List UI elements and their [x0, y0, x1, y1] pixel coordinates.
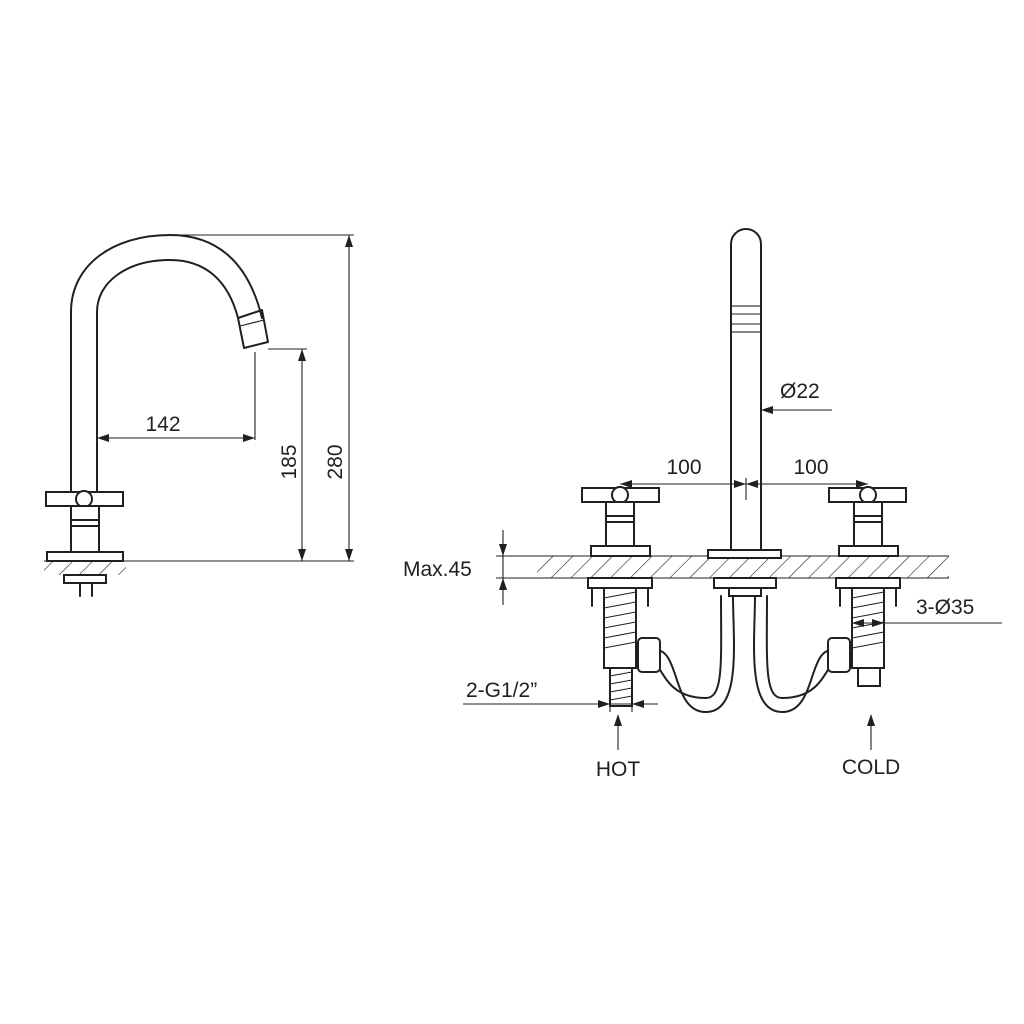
- dim-185-arrow-bottom: [298, 549, 306, 561]
- dim-max45-label: Max.45: [403, 558, 472, 581]
- side-body-ring: [70, 519, 100, 527]
- dim-d35-arrow-left: [852, 619, 864, 627]
- dim-d35-arrow-right: [872, 619, 884, 627]
- dim-100-arrow-right: [856, 480, 868, 488]
- dim-185-label: 185: [278, 444, 301, 479]
- hot-body: [605, 501, 635, 547]
- pipe-right-nut: [827, 637, 851, 673]
- side-spout-tip: [237, 309, 269, 349]
- front-spout-flange: [707, 549, 782, 559]
- dim-g12-arrow-left: [598, 700, 610, 708]
- pipe-left-outer: [635, 595, 735, 713]
- label-cold: COLD: [842, 756, 900, 779]
- dim-100-right-label: 100: [793, 456, 828, 479]
- side-view: 142 185 280: [44, 234, 354, 597]
- front-spout: [730, 228, 762, 551]
- hot-tail-thread: [609, 671, 633, 701]
- hot-arrow-head: [614, 714, 622, 726]
- front-deck-hatch: [537, 556, 949, 578]
- side-spout-outer: [70, 234, 263, 495]
- dim-280-arrow-top: [345, 235, 353, 247]
- dim-142-arrow-left: [97, 434, 109, 442]
- dim-100-arrow-left: [620, 480, 632, 488]
- label-hot: HOT: [596, 758, 641, 781]
- hot-body-ring: [605, 515, 635, 523]
- cold-handle-hub: [859, 486, 877, 504]
- cold-thread: [851, 591, 885, 649]
- dim-280-arrow-bottom: [345, 549, 353, 561]
- cold-arrow-head: [867, 714, 875, 726]
- cold-body-ring: [853, 515, 883, 523]
- front-view: Ø22 100 100 Max.45 3-Ø35 2-G1/2” HOT: [403, 228, 1002, 781]
- spout-under-nut: [713, 577, 777, 589]
- dim-g12-arrow-right: [632, 700, 644, 708]
- dim-100-left-label: 100: [666, 456, 701, 479]
- side-body: [70, 505, 100, 553]
- dim-142-arrow-right: [243, 434, 255, 442]
- hot-under-body: [603, 587, 637, 669]
- dim-100-arrow-mid-l: [734, 480, 746, 488]
- dim-d35-label: 3-Ø35: [916, 596, 974, 619]
- side-tip-band: [239, 319, 265, 327]
- cold-body: [853, 501, 883, 547]
- hot-thread: [603, 591, 637, 649]
- dim-d22-label: Ø22: [780, 380, 820, 403]
- front-spout-band: [730, 305, 762, 333]
- cold-under-tail: [857, 667, 881, 687]
- side-handle-hub: [75, 490, 93, 508]
- cold-base-flange: [838, 545, 899, 557]
- side-under-nut: [63, 574, 107, 584]
- dim-d22-arrow: [761, 406, 773, 414]
- dim-142-label: 142: [145, 413, 180, 436]
- hot-under-nut: [587, 577, 653, 589]
- dim-100-arrow-mid-r: [746, 480, 758, 488]
- cold-under-body: [851, 587, 885, 669]
- cold-under-nut: [835, 577, 901, 589]
- hot-base-flange: [590, 545, 651, 557]
- dim-g12-label: 2-G1/2”: [466, 679, 537, 702]
- dim-max45-arrow-bottom: [499, 578, 507, 590]
- pipe-right-outer: [753, 595, 853, 713]
- dim-185-arrow-top: [298, 349, 306, 361]
- spout-under-body: [728, 587, 762, 597]
- side-deck-hatch: [44, 561, 126, 575]
- dim-max45-arrow-top: [499, 544, 507, 556]
- dim-280-label: 280: [324, 444, 347, 479]
- side-spout-inner: [96, 259, 239, 495]
- side-base-flange: [46, 551, 124, 562]
- hot-handle-hub: [611, 486, 629, 504]
- pipe-left-nut: [637, 637, 661, 673]
